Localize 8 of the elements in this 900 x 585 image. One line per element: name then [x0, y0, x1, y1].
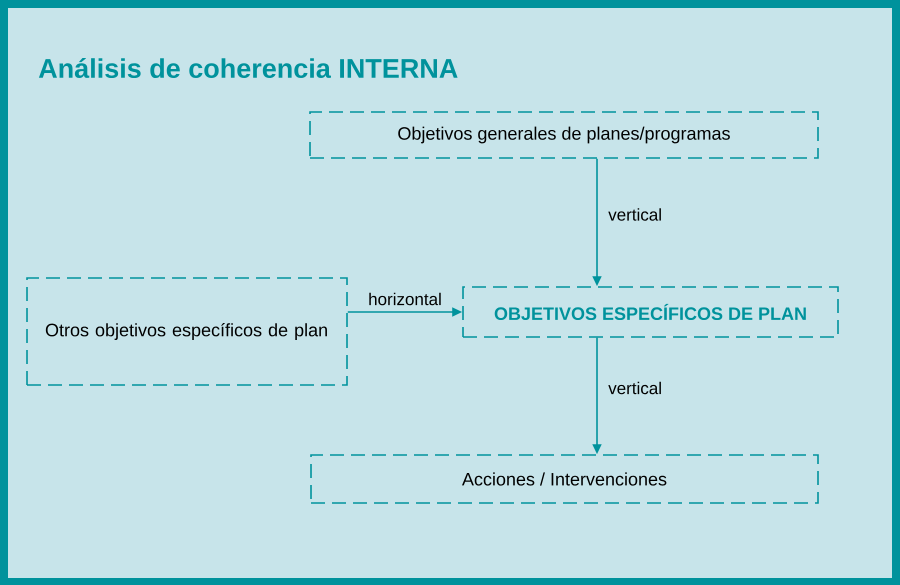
dashed-box: OBJETIVOS ESPECÍFICOS DE PLAN — [462, 286, 839, 338]
dashed-box: Objetivos generales de planes/programas — [309, 111, 819, 159]
edge-label: vertical — [607, 380, 664, 396]
title: Análisis de coherencia INTERNA — [38, 58, 458, 78]
dashed-box: Acciones / Intervenciones — [310, 454, 819, 504]
dashed-box: Otros objetivos específicos de plan — [26, 277, 348, 386]
edge-label: vertical — [607, 207, 664, 222]
edge-label: horizontal — [367, 292, 443, 306]
